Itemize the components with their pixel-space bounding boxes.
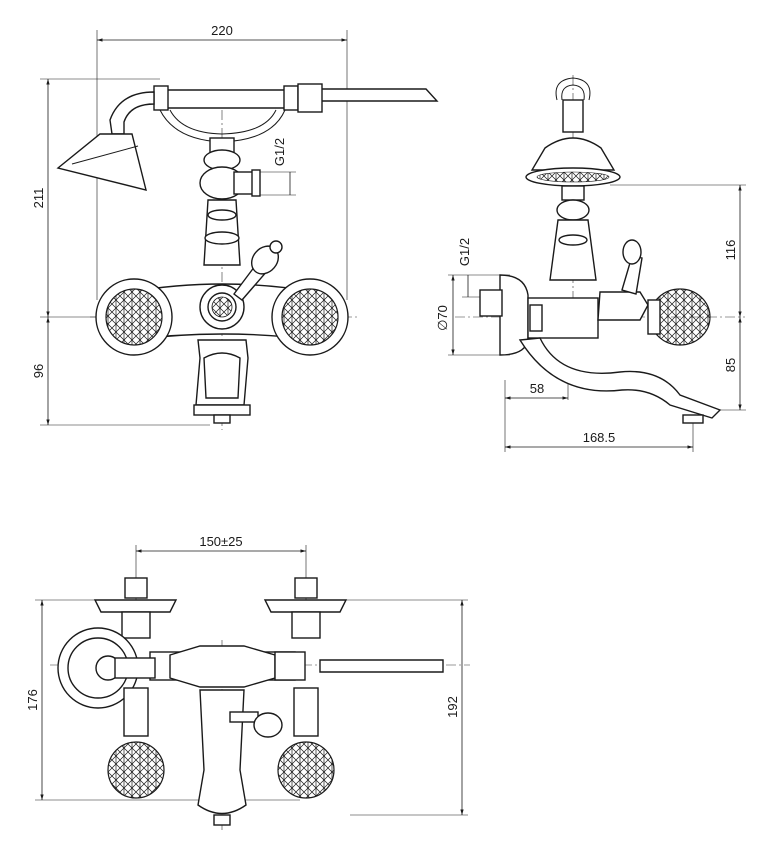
front-thread-label: G1/2 xyxy=(272,138,287,166)
side-total-depth-dim: 168.5 xyxy=(583,430,616,445)
top-left-crystal-handle xyxy=(107,741,165,799)
side-spout xyxy=(518,337,722,419)
left-crystal-handle xyxy=(105,288,163,346)
shower-head xyxy=(56,133,147,191)
side-spout-offset-dim: 58 xyxy=(530,381,544,396)
top-right-crystal-handle xyxy=(277,741,335,799)
top-centers-dim: 150±25 xyxy=(199,534,242,549)
side-height-top-dim: 116 xyxy=(723,240,738,261)
front-view: 220 211 96 G1/2 xyxy=(31,23,439,430)
top-right-depth-dim: 192 xyxy=(445,696,460,718)
top-left-depth-dim: 176 xyxy=(25,689,40,711)
side-thread-label: G1/2 xyxy=(457,238,472,266)
front-width-dim: 220 xyxy=(211,23,233,38)
front-height-top-dim: 211 xyxy=(31,188,46,209)
side-diameter-label: ∅70 xyxy=(435,305,450,331)
side-shower-head xyxy=(530,137,616,171)
side-view: G1/2 ∅70 116 85 58 168.5 xyxy=(435,75,746,452)
top-view: 150±25 176 192 xyxy=(25,534,470,830)
side-height-bottom-dim: 85 xyxy=(723,358,738,372)
front-height-bottom-dim: 96 xyxy=(31,364,46,378)
top-spout xyxy=(197,689,247,815)
right-crystal-handle xyxy=(281,288,339,346)
